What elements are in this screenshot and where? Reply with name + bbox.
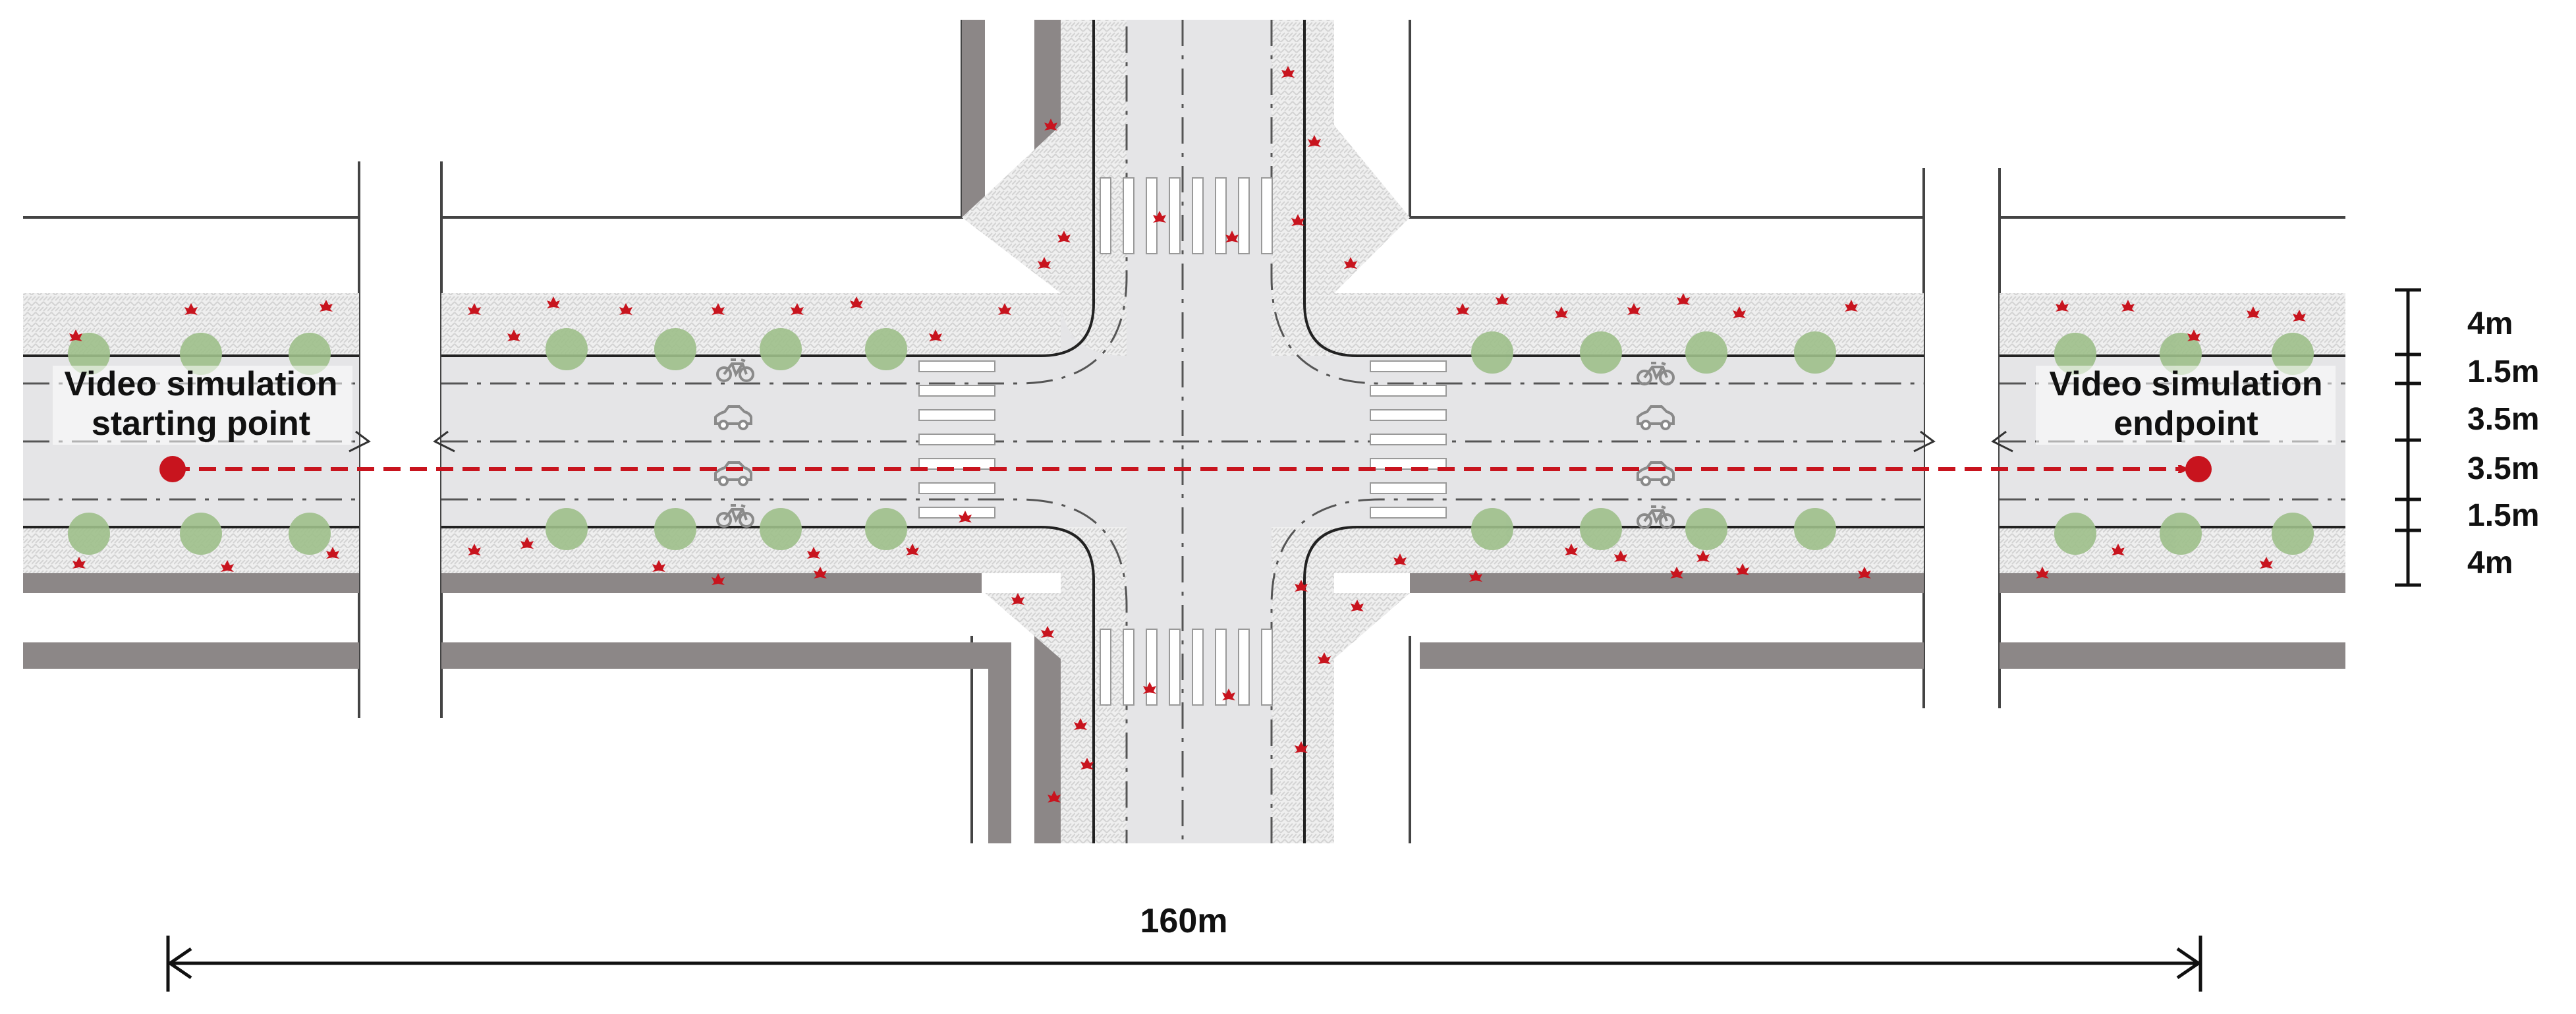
end-label: Video simulation endpoint bbox=[2036, 365, 2336, 445]
width-label-sidewalk-top: 4m bbox=[2467, 306, 2513, 341]
cross-section-scale bbox=[2395, 288, 2421, 587]
road-edge-break-marks bbox=[349, 430, 2013, 453]
width-label-bike-bottom: 1.5m bbox=[2467, 498, 2539, 533]
building-shadow bbox=[23, 20, 2345, 843]
end-point-marker bbox=[2185, 456, 2212, 482]
crosswalk-east bbox=[1370, 360, 1447, 519]
width-label-lane-top: 3.5m bbox=[2467, 402, 2539, 437]
svg-text:starting point: starting point bbox=[92, 405, 310, 443]
svg-text:endpoint: endpoint bbox=[2114, 405, 2258, 443]
length-dimension bbox=[166, 936, 2202, 992]
start-label: Video simulation starting point bbox=[53, 365, 352, 445]
roadway bbox=[23, 20, 2345, 843]
crosswalk-north bbox=[1100, 177, 1273, 254]
simulation-route bbox=[159, 456, 2212, 482]
crosswalk-south bbox=[1100, 629, 1273, 706]
street-trees bbox=[68, 328, 2314, 555]
start-point-marker bbox=[159, 456, 186, 482]
svg-text:Video simulation: Video simulation bbox=[64, 365, 337, 403]
width-label-lane-bottom: 3.5m bbox=[2467, 451, 2539, 486]
svg-text:Video simulation: Video simulation bbox=[2049, 365, 2322, 403]
width-label-sidewalk-bottom: 4m bbox=[2467, 546, 2513, 580]
crosswalk-west bbox=[918, 360, 995, 519]
cross-section-labels: 4m 1.5m 3.5m 3.5m 1.5m 4m bbox=[2467, 306, 2539, 580]
length-label: 160m bbox=[1140, 902, 1228, 940]
width-label-bike-top: 1.5m bbox=[2467, 354, 2539, 389]
